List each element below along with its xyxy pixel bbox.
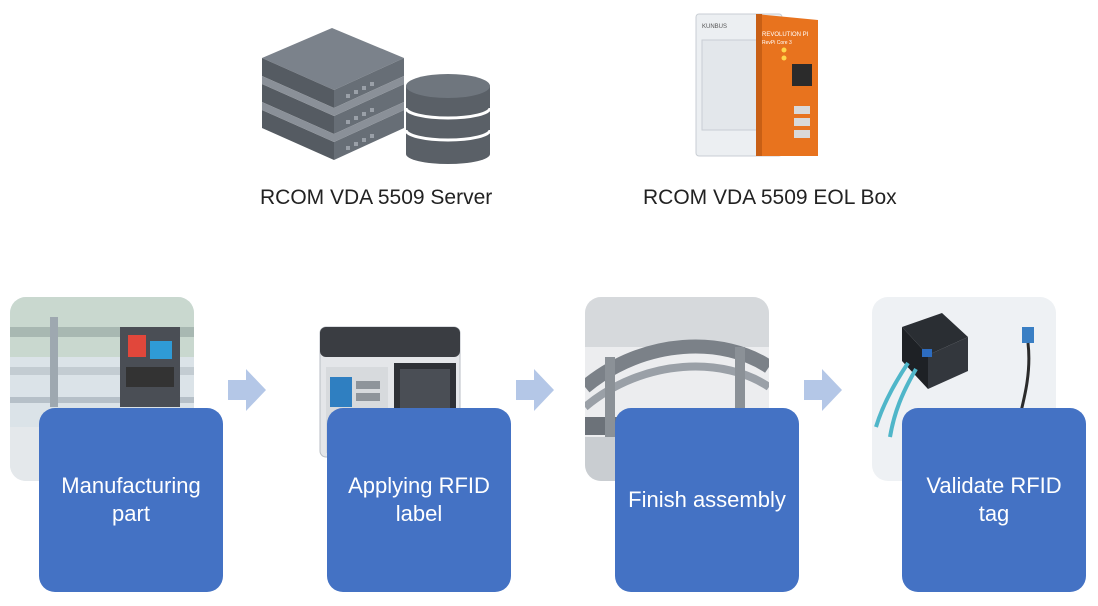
arrow-right-icon [228,369,266,411]
eol-brand-text: REVOLUTION PI [762,32,809,38]
server-database-icon [262,28,492,164]
step-manufacturing-part: Manufacturing part [39,408,223,592]
arrow-right-icon [804,369,842,411]
eol-model-text: RevPi Core 3 [762,40,792,46]
step-applying-rfid-label: Applying RFID label [327,408,511,592]
revolution-pi-box-icon: KUNBUS REVOLUTION PI RevPi Core 3 [695,13,818,157]
step-validate-rfid-tag: Validate RFID tag [902,408,1086,592]
eol-box-caption: RCOM VDA 5509 EOL Box [643,186,897,209]
label-printer-photo [298,297,482,481]
arrow-right-icon [516,369,554,411]
eol-maker-text: KUNBUS [702,24,727,30]
step-finish-assembly: Finish assembly [615,408,799,592]
server-caption: RCOM VDA 5509 Server [260,186,493,209]
